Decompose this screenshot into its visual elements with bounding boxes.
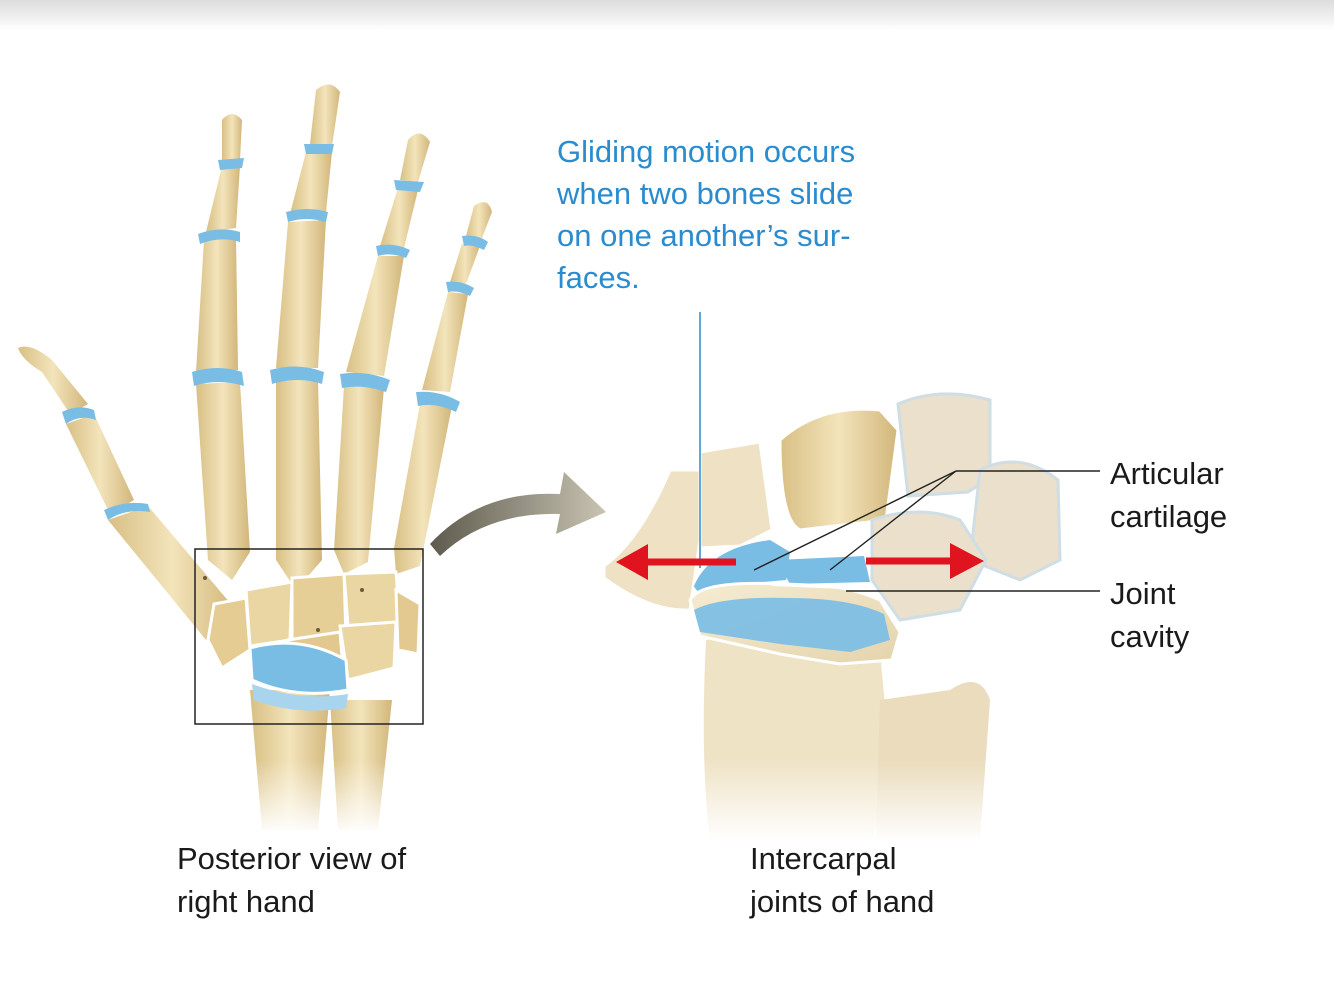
thumb-proximal-phalanx <box>66 414 134 514</box>
gliding-caption-line-1: Gliding motion occurs <box>557 131 937 173</box>
articular-cartilage-line-1: Articular <box>1110 452 1227 495</box>
posterior-caption-line-1: Posterior view of <box>177 837 406 880</box>
joint-cavity-line-2: cavity <box>1110 615 1189 658</box>
intercarpal-closeup <box>604 312 1100 842</box>
posterior-view-caption: Posterior view of right hand <box>177 837 406 923</box>
intercarpal-caption-line-1: Intercarpal <box>750 837 934 880</box>
gliding-caption-line-2: when two bones slide <box>557 173 937 215</box>
articular-cartilage-label: Articular cartilage <box>1110 452 1227 538</box>
intercarpal-caption: Intercarpal joints of hand <box>750 837 934 923</box>
articular-cartilage-line-2: cartilage <box>1110 495 1227 538</box>
posterior-hand <box>18 84 492 835</box>
joint-cavity-line-1: Joint <box>1110 572 1189 615</box>
thumb-distal-phalanx <box>18 347 88 415</box>
joint-cavity-label: Joint cavity <box>1110 572 1189 658</box>
gliding-caption-line-3: on one another’s sur- <box>557 215 937 257</box>
intercarpal-caption-line-2: joints of hand <box>750 880 934 923</box>
gliding-caption-line-4: faces. <box>557 257 937 299</box>
posterior-caption-line-2: right hand <box>177 880 406 923</box>
gliding-motion-caption: Gliding motion occurs when two bones sli… <box>557 131 937 299</box>
zoom-arrow <box>430 472 606 556</box>
